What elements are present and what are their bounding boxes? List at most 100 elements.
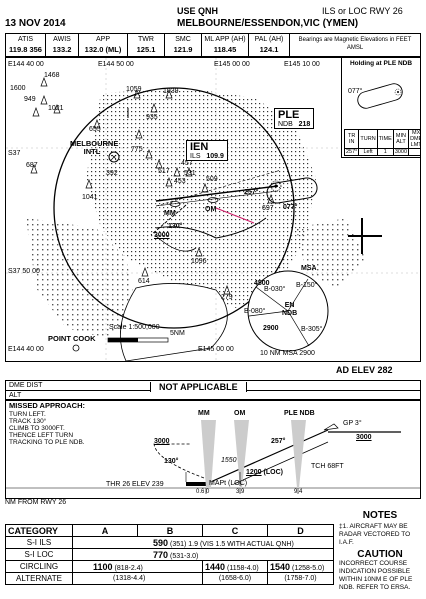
lon-right: E145 00 00 [214,61,250,68]
profile-heading-130: 130° [164,458,179,465]
msa-b030: B-030° [264,286,286,293]
loc-mda: 770 [153,549,169,560]
map-alt-3000: 3000 [154,232,170,239]
profile-gp: GP 3° [343,420,362,427]
use-qnh: USE QNH [177,6,219,16]
holding-pattern-oval [266,177,318,204]
minima-row-ils: S-I ILS 590 (351) 1.9 (VIS 1.5 WITH ACTU… [5,536,334,549]
obstacle-elev: 935 [146,114,158,121]
ad-elevation: AD ELEV 282 [336,365,393,375]
obstacle-elev: 1468 [44,72,60,79]
scale-label: Scale 1:500,000 [109,324,160,331]
note-1: ‡1. AIRCRAFT MAY BE RADAR VECTORED TO I.… [339,523,411,546]
lon-mid: E144 50 00 [98,61,134,68]
obstacle-elev: 1039 [163,88,179,95]
obstacle-elev: 697 [262,205,274,212]
notes-panel: NOTES ‡1. AIRCRAFT MAY BE RADAR VECTORED… [339,510,421,592]
circling-c: 1440 [205,561,226,572]
holding-diagram [357,83,403,109]
obstacle-elev: 1059 [126,86,142,93]
port-phillip-bay [120,283,228,361]
missed-text: TRACK 130° [9,418,47,425]
ple-ident: PLE [278,109,300,121]
ien-ils-box: IEN ILS 109.9 [186,140,228,161]
profile-mm: MM [198,410,210,417]
profile-dist: 0.6 [196,489,205,495]
obstacle-elev: 509 [206,176,218,183]
alternate-ab: (1318-4.4) [72,572,203,585]
obstacle-elev: 1600 [10,85,26,92]
minima-table: CATEGORY A B C D S-I ILS 590 (351) 1.9 (… [5,524,334,585]
minima-header-row: CATEGORY A B C D [5,524,334,537]
profile-dist: 0 [206,489,210,495]
ien-ident: IEN [190,141,209,153]
msa-b305: B-305° [301,326,323,333]
airport-name: MELBOURNE/ESSENDON,VIC (YMEN) [177,18,359,29]
dme-alt-row: ALT [9,392,22,399]
msa-2900: 2900 [263,325,279,332]
profile-dist: 9.4 [294,489,303,495]
obstacle-elev: 453 [174,178,186,185]
obstacle-symbols [30,77,275,295]
ple-ndb-box: PLE NDB 218 [274,108,315,129]
circling-d: 1540 [270,561,291,572]
profile-ple: PLE NDB [284,410,315,417]
profile-om: OM [234,410,246,417]
approach-area-circle [53,87,295,329]
obstacle-elev: 1041 [82,194,98,201]
ien-ils-label: ILS [190,153,201,160]
alternate-c: (1658-6.0) [202,572,268,585]
point-cook-symbol [72,344,80,352]
msa-4500: 4500 [254,280,270,287]
lat-mid: S37 [8,150,21,157]
profile-view: MISSED APPROACH: TURN LEFT. TRACK 130° C… [5,399,421,499]
ils-extra: (351) 1.9 (VIS 1.5 WITH ACTUAL QNH) [169,540,294,548]
obstacle-elev: 949 [24,96,36,103]
obstacle-elev: 775 [131,146,143,153]
melbourne-intl-label: MELBOURNE INTL [70,139,119,157]
obstacle-elev: 457 [181,160,193,167]
map-heading-130: 130° [168,223,183,230]
mm-label: MM [164,210,176,217]
lon-right2: E145 10 00 [284,61,320,68]
missed-text: TURN LEFT. [9,411,46,418]
glidepath [205,429,329,485]
msa-b150: B-150° [296,282,318,289]
minima-row-loc: S-I LOC 770 (531-3.0) [5,548,334,561]
profile-alt-1550: 1550 [221,457,237,464]
obstacle-elev: 531 [184,170,196,177]
missed-track [150,204,187,236]
minima-row-alternate: ALTERNATE (1318-4.4) (1658-6.0) (1758-7.… [5,572,334,585]
loc-extra: (531-3.0) [169,552,199,560]
obstacle-elev: 687 [26,162,38,169]
om-label: OM [205,206,217,213]
notes-title: NOTES [362,510,398,521]
freq-pal: PAL (AH)124.1 [249,34,290,56]
obstacle-elev: 1021 [48,105,64,112]
inbound-course: 077° [283,204,298,211]
plan-view-svg [6,58,420,361]
not-applicable: NOT APPLICABLE [150,382,247,392]
profile-track: 257° [271,438,286,445]
lon-bottom-left: E144 40 00 [8,346,44,353]
profile-loc: (LOC) [263,469,283,476]
profile-svg [6,420,420,494]
profile-mapt: MAPt (LOC) [209,480,248,487]
lon-bottom-right: E145 00 00 [198,346,234,353]
final-approach-course [155,185,279,202]
missed-title: MISSED APPROACH: [9,401,85,410]
profile-alt-3000b: 3000 [356,434,372,441]
outbound-course: 257° [244,189,259,196]
minima-row-circling: CIRCLING 1100 (818-2.4) 1440 (1158-4.0) … [5,560,334,573]
obstacle-elev: 517 [158,168,170,175]
nm-from-rwy: NM FROM RWY 26 [5,499,67,506]
point-cook-label: POINT COOK [48,334,96,343]
obstacle-elev: 614 [138,278,150,285]
